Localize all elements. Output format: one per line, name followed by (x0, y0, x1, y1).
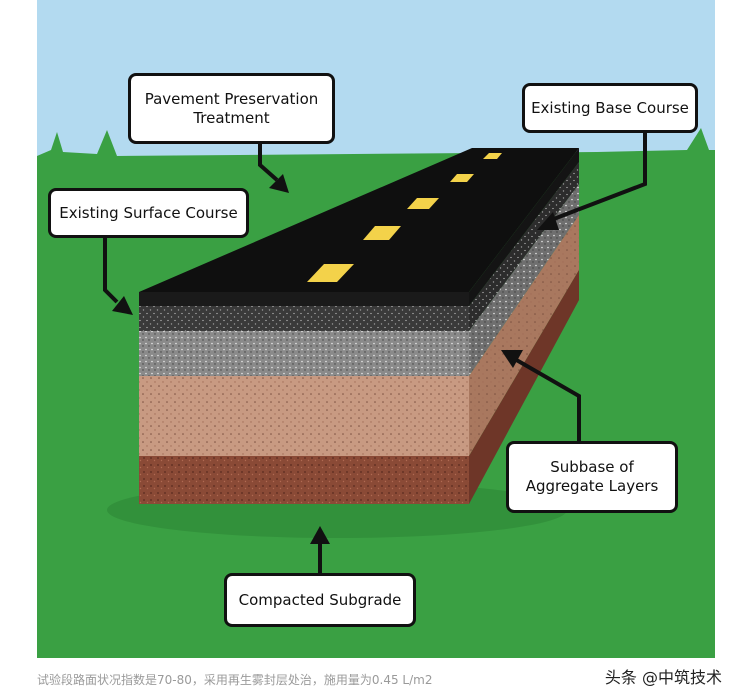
arrow-head (269, 174, 289, 193)
lane-marking (363, 226, 401, 240)
lane-marking (307, 264, 354, 282)
existing-base-leader (550, 131, 647, 222)
label-compacted-subgrade: Compacted Subgrade (224, 573, 416, 627)
asphalt-edge (139, 292, 469, 306)
label-pavement-preservation-treatment: Pavement Preservation Treatment (128, 73, 335, 144)
pavement-preservation-leader (258, 142, 279, 182)
lane-marking (483, 153, 502, 159)
lane-marking (450, 174, 474, 182)
surface-course-side-texture (469, 162, 579, 331)
existing-surface-leader (103, 237, 119, 304)
label-subbase-of-aggregate-layers: Subbase of Aggregate Layers (506, 441, 678, 513)
subbase-side-texture (469, 215, 579, 456)
arrow-head (501, 350, 523, 368)
arrow-head (112, 296, 133, 315)
base-course-texture (139, 331, 469, 376)
pavement-layers-diagram (37, 0, 715, 658)
subbase-leader (512, 356, 581, 442)
arrow-heads (112, 174, 559, 544)
source-watermark: 头条 @中筑技术 (604, 668, 722, 687)
asphalt-top (139, 148, 579, 292)
surface-course-texture (139, 306, 469, 331)
arrow-head (310, 526, 330, 544)
arrow-head (537, 212, 559, 230)
subbase-texture (139, 376, 469, 456)
base-course-side-texture (469, 184, 579, 376)
asphalt-side-edge (469, 148, 579, 306)
leader-lines (103, 131, 647, 574)
figure-caption: 试验段路面状况指数是70-80，采用再生雾封层处治，施用量为0.45 L/m2 (37, 673, 433, 687)
subgrade-side (469, 270, 579, 504)
subgrade-texture (139, 456, 469, 504)
lane-marking (407, 198, 439, 209)
label-existing-surface-course: Existing Surface Course (48, 188, 249, 238)
label-existing-base-course: Existing Base Course (522, 83, 698, 133)
